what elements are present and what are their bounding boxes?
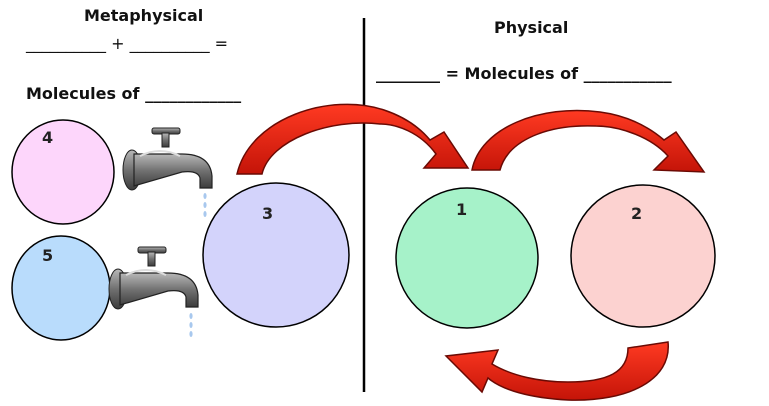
metaphysical-molecules-line: Molecules of ____________ xyxy=(26,84,242,103)
circle-2-label: 2 xyxy=(631,204,643,223)
circle-3 xyxy=(202,182,350,328)
physical-title: Physical xyxy=(494,18,569,37)
arrow-2-to-1 xyxy=(444,341,669,401)
metaphysical-equation: __________ + __________ = xyxy=(26,34,229,53)
circle-3-label: 3 xyxy=(262,204,274,223)
physical-equation: ________ = Molecules of ___________ xyxy=(376,64,672,83)
circle-1 xyxy=(395,187,539,329)
circle-4 xyxy=(11,119,115,225)
water-drip xyxy=(203,193,207,217)
circle-4-label: 4 xyxy=(42,128,54,147)
water-drip xyxy=(189,313,193,337)
circle-1-label: 1 xyxy=(456,200,468,219)
circle-5 xyxy=(11,235,111,341)
faucet-icon xyxy=(108,246,199,310)
circle-2 xyxy=(570,184,716,328)
faucet-icon xyxy=(122,127,213,191)
arrow-1-to-2 xyxy=(471,109,706,173)
arrow-3-to-1 xyxy=(236,103,470,175)
circle-5-label: 5 xyxy=(42,246,54,265)
metaphysical-title: Metaphysical xyxy=(84,6,204,25)
